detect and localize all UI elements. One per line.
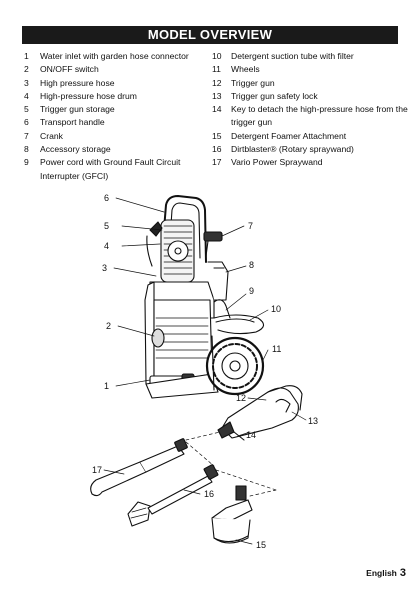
item-number: 3 — [24, 77, 29, 88]
parts-list-right: 10 Detergent suction tube with filter 11 W… — [212, 50, 408, 170]
callout-13: 13 — [308, 416, 318, 426]
item-text: Transport handle — [40, 117, 105, 128]
dirtblaster-spraywand-illustration — [127, 464, 219, 527]
item-text: Trigger gun safety lock — [231, 90, 318, 101]
callout-3: 3 — [102, 263, 107, 273]
callout-leaders — [103, 197, 307, 545]
item-text: Trigger gun storage — [40, 104, 115, 115]
list-item: 14 Key to detach the high-pressure hose f… — [212, 103, 408, 130]
item-number: 15 — [212, 130, 222, 141]
callout-labels: 6 5 4 3 2 1 7 8 9 10 11 12 13 14 15 16 1… — [92, 193, 318, 550]
item-number: 9 — [24, 157, 29, 168]
item-text: Detergent Foamer Attachment — [231, 130, 347, 141]
list-item: 3 High pressure hose — [24, 77, 210, 90]
callout-9: 9 — [249, 286, 254, 296]
item-text: High pressure hose — [40, 77, 115, 88]
list-item: 6 Transport handle — [24, 116, 210, 129]
callout-14: 14 — [246, 430, 256, 440]
callout-10: 10 — [271, 304, 281, 314]
list-item: 17 Vario Power Spraywand — [212, 156, 408, 169]
callout-5: 5 — [104, 221, 109, 231]
page-number: 3 — [399, 567, 406, 579]
list-item: 16 Dirtblaster® (Rotary spraywand) — [212, 143, 408, 156]
item-text: Key to detach the high-pressure hose fro… — [231, 104, 408, 128]
callout-16: 16 — [204, 489, 214, 499]
callout-6: 6 — [104, 193, 109, 203]
item-number: 4 — [24, 90, 29, 101]
item-number: 1 — [24, 51, 29, 61]
callout-15: 15 — [256, 540, 266, 550]
item-number: 8 — [24, 144, 29, 155]
item-text: Water inlet with garden hose connector — [40, 51, 189, 61]
list-item: 5 Trigger gun storage — [24, 103, 210, 116]
callout-8: 8 — [249, 260, 254, 270]
item-text: Wheels — [231, 64, 260, 75]
trigger-gun-illustration — [217, 385, 303, 441]
item-number: 12 — [212, 77, 222, 88]
item-text: Vario Power Spraywand — [231, 157, 323, 168]
foamer-attachment-illustration — [211, 485, 253, 544]
item-text: High-pressure hose drum — [40, 90, 137, 101]
item-number: 13 — [212, 90, 222, 101]
list-item: 9 Power cord with Ground Fault Circuit In… — [24, 156, 210, 183]
vario-spraywand-illustration — [90, 438, 188, 497]
item-number: 10 — [212, 51, 222, 61]
list-item: 11 Wheels — [212, 63, 408, 76]
callout-12: 12 — [236, 393, 246, 403]
list-item: 7 Crank — [24, 130, 210, 143]
assembly-guide-lines — [185, 431, 277, 497]
list-item: 10 Detergent suction tube with filter — [212, 50, 408, 63]
list-item: 1 Water inlet with garden hose connector — [24, 50, 210, 63]
list-item: 13 Trigger gun safety lock — [212, 90, 408, 103]
item-text: Crank — [40, 130, 63, 141]
item-text: Accessory storage — [40, 144, 111, 155]
item-number: 6 — [24, 117, 29, 128]
page-title: MODEL OVERVIEW — [22, 26, 398, 44]
item-number: 11 — [212, 64, 221, 75]
list-item: 4 High-pressure hose drum — [24, 90, 210, 103]
list-item: 12 Trigger gun — [212, 77, 408, 90]
callout-1: 1 — [104, 381, 109, 391]
list-item: 2 ON/OFF switch — [24, 63, 210, 76]
callout-11: 11 — [272, 344, 281, 354]
item-number: 16 — [212, 144, 222, 155]
item-number: 17 — [212, 157, 222, 168]
item-number: 5 — [24, 104, 29, 115]
item-number: 2 — [24, 64, 29, 75]
item-text: ON/OFF switch — [40, 64, 99, 75]
list-item: 8 Accessory storage — [24, 143, 210, 156]
callout-2: 2 — [106, 321, 111, 331]
item-text: Power cord with Ground Fault Circuit Int… — [40, 157, 181, 181]
item-text: Detergent suction tube with filter — [231, 51, 354, 61]
callout-17: 17 — [92, 465, 102, 475]
item-number: 7 — [24, 130, 29, 141]
washer-body-illustration — [144, 195, 265, 399]
item-text: Dirtblaster® (Rotary spraywand) — [231, 144, 354, 155]
footer-language: English — [366, 568, 397, 578]
list-item: 15 Detergent Foamer Attachment — [212, 130, 408, 143]
callout-7: 7 — [248, 221, 253, 231]
item-text: Trigger gun — [231, 77, 275, 88]
item-number: 14 — [212, 104, 222, 115]
callout-4: 4 — [104, 241, 109, 251]
